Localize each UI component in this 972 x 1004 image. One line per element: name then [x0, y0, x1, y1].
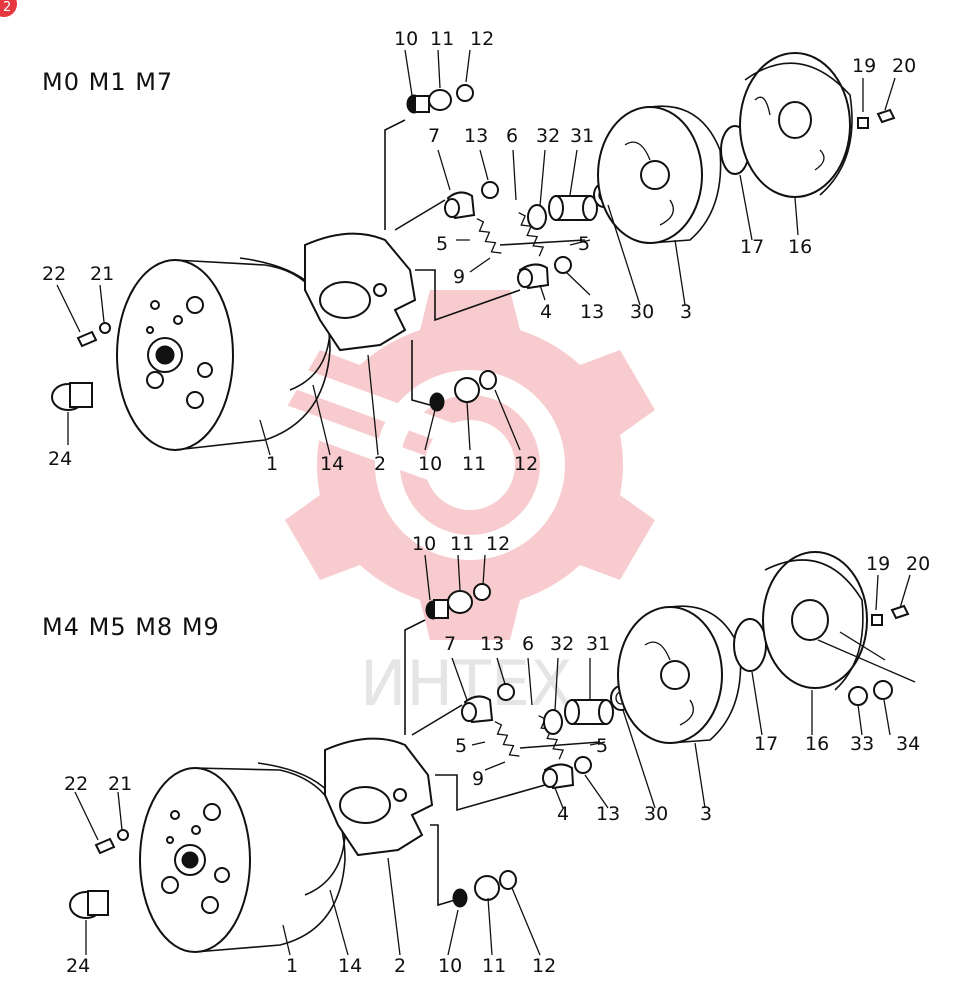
top-label-11b: 11	[462, 453, 486, 475]
page-badge-number: 2	[3, 0, 11, 15]
top-label-1: 1	[266, 453, 278, 475]
bottom-end-plate-16	[762, 551, 916, 691]
bottom-label-30: 30	[644, 803, 668, 825]
top-label-7: 7	[428, 125, 440, 147]
bottom-housing-3	[617, 605, 742, 744]
top-label-21: 21	[90, 263, 114, 285]
bottom-rotor-2	[324, 737, 434, 857]
top-rotor-2	[304, 232, 417, 352]
top-label-22: 22	[42, 263, 66, 285]
bottom-label-3: 3	[700, 803, 712, 825]
bottom-label-9: 9	[472, 768, 484, 790]
bottom-vane-7	[461, 695, 494, 724]
top-label-6: 6	[506, 125, 518, 147]
top-label-5b: 5	[578, 233, 590, 255]
top-assembly: M0 M1 M7	[42, 28, 916, 475]
bottom-label-17: 17	[754, 733, 778, 755]
page-badge: 2	[0, 0, 17, 17]
top-label-10b: 10	[418, 453, 442, 475]
top-end-plate-16	[739, 52, 853, 198]
bottom-label-22: 22	[64, 773, 88, 795]
top-label-31: 31	[570, 125, 594, 147]
top-label-11a: 11	[430, 28, 454, 50]
bottom-label-2: 2	[394, 955, 406, 977]
top-label-20: 20	[892, 55, 916, 77]
watermark-logo: ИНТЕХ	[264, 290, 655, 720]
top-label-4: 4	[540, 301, 552, 323]
top-label-9: 9	[453, 266, 465, 288]
bottom-label-16: 16	[805, 733, 829, 755]
top-vane-4	[517, 263, 550, 290]
top-housing-3	[597, 105, 722, 244]
bottom-label-11b: 11	[482, 955, 506, 977]
bottom-label-19: 19	[866, 553, 890, 575]
bottom-roller-set-b	[452, 870, 517, 908]
bottom-roller-set-a	[425, 583, 491, 620]
bottom-label-13b: 13	[596, 803, 620, 825]
bottom-label-33: 33	[850, 733, 874, 755]
top-housing-1	[116, 259, 331, 451]
top-cylinder-31	[548, 195, 598, 221]
bottom-label-12b: 12	[532, 955, 556, 977]
bottom-label-32: 32	[550, 633, 574, 655]
bottom-label-31: 31	[586, 633, 610, 655]
top-label-16: 16	[788, 236, 812, 258]
top-springs	[476, 212, 545, 257]
bottom-label-5b: 5	[596, 735, 608, 757]
top-label-19: 19	[852, 55, 876, 77]
top-label-13b: 13	[580, 301, 604, 323]
top-label-2: 2	[374, 453, 386, 475]
bottom-housing-1	[139, 767, 346, 953]
top-label-30: 30	[630, 301, 654, 323]
bottom-assembly: M4 M5 M8 M9	[42, 533, 930, 977]
top-label-12b: 12	[514, 453, 538, 475]
bottom-label-34: 34	[896, 733, 920, 755]
bottom-label-21: 21	[108, 773, 132, 795]
bottom-label-5a: 5	[455, 735, 467, 757]
top-model-list: M0 M1 M7	[42, 68, 173, 96]
bottom-label-6: 6	[522, 633, 534, 655]
bottom-label-13a: 13	[480, 633, 504, 655]
bottom-label-20: 20	[906, 553, 930, 575]
top-vane-7	[444, 191, 476, 220]
bottom-label-11a: 11	[450, 533, 474, 555]
bottom-model-list: M4 M5 M8 M9	[42, 613, 220, 641]
top-roller-set-a	[406, 84, 474, 114]
bottom-label-24: 24	[66, 955, 90, 977]
bottom-label-10b: 10	[438, 955, 462, 977]
top-label-10a: 10	[394, 28, 418, 50]
bottom-label-10a: 10	[412, 533, 436, 555]
top-label-12a: 12	[470, 28, 494, 50]
bottom-label-4: 4	[557, 803, 569, 825]
top-label-14: 14	[320, 453, 344, 475]
top-label-13a: 13	[464, 125, 488, 147]
top-label-32: 32	[536, 125, 560, 147]
top-label-24: 24	[48, 448, 72, 470]
bottom-vane-4	[542, 763, 575, 790]
bottom-label-14: 14	[338, 955, 362, 977]
top-roller-set-b	[429, 370, 497, 412]
top-label-5a: 5	[436, 233, 448, 255]
top-label-3: 3	[680, 301, 692, 323]
top-label-17: 17	[740, 236, 764, 258]
bottom-label-7: 7	[444, 633, 456, 655]
bottom-label-12a: 12	[486, 533, 510, 555]
bottom-cylinder-31	[564, 699, 614, 725]
bottom-label-1: 1	[286, 955, 298, 977]
